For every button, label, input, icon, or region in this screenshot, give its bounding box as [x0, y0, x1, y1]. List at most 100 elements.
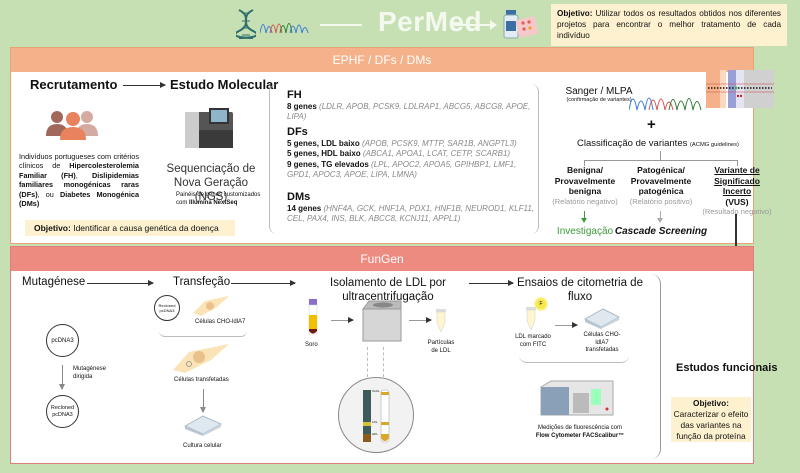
chromatogram-icon — [259, 14, 312, 34]
serum-tube-icon — [307, 299, 319, 335]
fitc-badge: F — [539, 301, 543, 307]
fitc-glow-icon: F — [534, 297, 548, 311]
tube-label-ldl: LDL — [372, 420, 378, 424]
flow-cytometer-icon — [539, 379, 615, 419]
desc-text: , — [75, 170, 92, 180]
objective-text: Utilizar todos os resultados obtidos nos… — [557, 9, 781, 40]
results-bracket — [651, 274, 661, 459]
step-mutagenesis: Mutagénese — [22, 276, 86, 288]
panel-description: Painéis de genes customizados com Illumi… — [176, 192, 276, 207]
gene-panels-bracket — [269, 84, 539, 234]
ldl-particles-tube-icon — [436, 309, 446, 333]
gene-count: 5 genes, LDL baixo — [287, 138, 360, 148]
objective-text: Caracterizar o efeito das variantes na f… — [673, 409, 749, 441]
class-report: (Relatório positivo) — [629, 196, 693, 206]
transfected-cells-label: Células transfetadas — [174, 377, 229, 383]
ldl-particles-label: Partículas de LDL — [423, 340, 459, 355]
fungen-section: FunGen Mutagénese Transfeção Isolamento … — [10, 246, 777, 464]
plasmid-label: pcDNA3 — [159, 308, 175, 313]
desc-fh: Hipercolesterolemia Familiar (FH) — [19, 161, 139, 180]
label-line: LDL marcado — [515, 334, 551, 340]
arrow-recruitment-to-molecular — [123, 82, 166, 88]
gene-panel-fh: FH 8 genes (LDLR, APOB, PCSK9, LDLRAP1, … — [287, 90, 537, 123]
connector-arrow — [452, 24, 492, 26]
gene-count: 8 genes — [287, 101, 317, 111]
sanger-label: Sanger / MLPA — [565, 86, 633, 97]
objective-text: Identificar a causa genética da doença — [70, 223, 219, 233]
class-line: Patogénica/ — [637, 165, 685, 175]
label-line: com FITC — [519, 341, 547, 348]
class-benign: Benigna/ Provavelmente benigna (Relatóri… — [547, 165, 623, 207]
arrow-ldl-to-cells — [555, 322, 578, 328]
plasmid-recloned-icon: Recloned pcDNA3 — [46, 395, 79, 428]
plasmid-pcdna3-icon: pcDNA3 — [46, 324, 79, 357]
tube-label-vldl: VLDL — [372, 389, 380, 393]
step-line: Ensaios de citometria de — [517, 277, 643, 289]
panel-line2: com Illumina NextSeq — [176, 200, 276, 208]
objective-label: Objetivo: — [557, 9, 593, 18]
gene-count: 14 genes — [287, 203, 322, 213]
ldl-fitc-tube-icon — [526, 307, 536, 331]
recruitment-description: Indivíduos portugueses com critérios clí… — [19, 152, 139, 208]
chromatogram-icon — [628, 86, 704, 111]
objective-box-ephf: Objetivo: Identificar a causa genética d… — [25, 220, 235, 236]
connector-line — [320, 24, 362, 26]
sanger-title: Sanger / MLPA (confirmação de variantes) — [563, 86, 635, 103]
label-line: dirigida — [73, 373, 93, 380]
cell-culture-plate-icon — [183, 414, 223, 436]
outcome-cascade-screening: Cascade Screening — [614, 226, 708, 237]
serum-label: Soro — [305, 342, 318, 348]
brace — [159, 331, 247, 337]
step-recruitment: Recrutamento — [30, 77, 118, 92]
functional-studies-title: Estudos funcionais — [676, 362, 778, 374]
tree-leg-left — [584, 160, 585, 166]
cho-cell-icon — [191, 295, 231, 317]
classification-title: Classificação de variantes (ACMG guideli… — [577, 138, 739, 149]
ngs-title-line2: Nova Geração (NGS) — [173, 177, 249, 203]
objective-label: Objetivo: — [34, 223, 71, 233]
page-title: PerMed — [378, 6, 483, 37]
class-line: Provavelmente — [554, 175, 616, 186]
brace — [519, 355, 629, 363]
arrow-site-directed — [59, 365, 65, 390]
plus-sign: + — [647, 116, 656, 133]
class-line: patogénica — [638, 186, 684, 196]
arrow-head — [490, 20, 497, 30]
arrow-to-culture — [200, 389, 206, 413]
step-flow-cytometry: Ensaios de citometria de fluxo — [515, 276, 645, 304]
gene-row: 5 genes, LDL baixo (APOB, PCSK9, MTTP, S… — [287, 139, 537, 150]
gene-panel-title: DFs — [287, 126, 308, 138]
plasmid-label: Recloned — [50, 404, 75, 411]
cell-culture-label: Cultura celular — [183, 443, 222, 449]
tree-leg-right — [737, 160, 738, 166]
step-ldl-isolation: Isolamento de LDL por ultracentrifugação — [323, 276, 453, 304]
class-report: (Resultado negativo) — [702, 207, 772, 216]
class-line: Provavelmente — [630, 175, 692, 186]
class-line: Significado Incerto — [714, 175, 760, 197]
step-line: ultracentrifugação — [342, 291, 434, 303]
transfected-cell-icon — [171, 342, 231, 374]
objective-box-permed: Objetivo: Utilizar todos os resultados o… — [551, 4, 787, 46]
tree-branch — [584, 160, 737, 161]
sequencer-icon — [183, 106, 235, 150]
gene-count: 9 genes, TG elevados — [287, 159, 369, 169]
tube-label-hdl: HDL — [372, 432, 379, 436]
panel-line1: Painéis de genes customizados — [176, 192, 261, 198]
plasmid-label: pcDNA3 — [51, 337, 74, 344]
class-line: benigna — [568, 186, 602, 196]
cell-plate-icon — [583, 307, 621, 329]
class-line: (VUS) — [725, 196, 749, 207]
arrow-centrifuge-to-ldl — [409, 317, 432, 323]
flow-cytometer-model: Flow Cytometer FACScalibur™ — [535, 432, 625, 439]
label-line: transfetadas — [585, 347, 619, 353]
objective-label: Objetivo: — [693, 398, 729, 408]
label-line: Partículas — [427, 340, 455, 346]
gene-list: (HNF4A, GCK, HNF1A, PDX1, HNF1B, NEUROD1… — [287, 203, 535, 224]
gene-list: (APOB, PCSK9, MTTP, SAR1B, ANGPTL3) — [362, 138, 517, 148]
gene-panel-title: DMs — [287, 191, 311, 203]
mlpa-plot-icon — [706, 70, 774, 108]
gene-row: 8 genes (LDLR, APOB, PCSK9, LDLRAP1, ABC… — [287, 102, 537, 123]
desc-dfs: Dislipidemias familiares monogénicas rar… — [19, 170, 139, 199]
label-line: Medições de fluorescência com — [537, 425, 623, 431]
arrow-mutagenesis-to-transfection — [87, 280, 154, 286]
